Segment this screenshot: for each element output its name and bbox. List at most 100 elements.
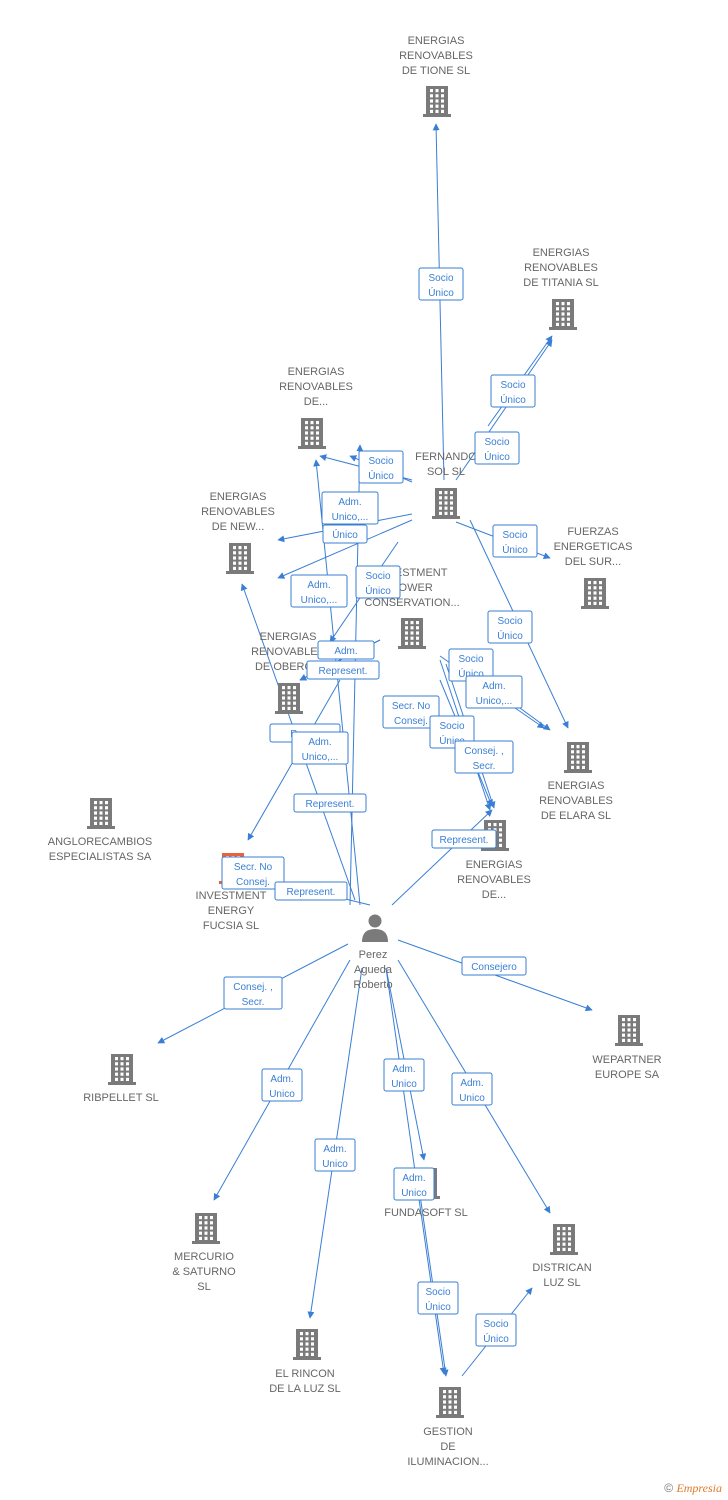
edge-label-box: [355, 565, 401, 599]
edge-label-text: Adm.Unico: [401, 1173, 427, 1199]
edge-label[interactable]: Adm.Unico: [383, 1058, 425, 1092]
edge-label-text: Adm.Unico: [459, 1078, 485, 1104]
edge-label-text: Consej. ,Secr.: [233, 982, 272, 1008]
company-node-ribpellet[interactable]: RIBPELLET SL: [83, 1054, 159, 1104]
edge-label-box: [293, 793, 367, 813]
edge-label-text: Adm.: [334, 646, 357, 657]
edge-label[interactable]: Adm.Unico,...: [321, 491, 379, 525]
edge-label[interactable]: Adm.Unico: [451, 1072, 493, 1106]
edge-label[interactable]: Represent.: [306, 660, 380, 680]
edge-label[interactable]: Represent.: [274, 881, 348, 901]
edge-label-box: [492, 524, 538, 558]
edge-label[interactable]: Consej. ,Secr.: [223, 976, 283, 1010]
edge-line: [277, 519, 413, 579]
edge-label-box: [475, 1313, 517, 1347]
edge-label-box: [487, 610, 533, 644]
edge-label-box: [474, 431, 520, 465]
edge-label-text: Consej. ,Secr.: [464, 746, 503, 772]
edge-label[interactable]: Represent.: [431, 829, 497, 849]
edge-label-box: [291, 731, 349, 765]
copyright-symbol: ©: [664, 1481, 674, 1495]
edge-label-box: [451, 1072, 493, 1106]
edge-label-box: [317, 640, 375, 660]
edge-label[interactable]: Único: [322, 524, 368, 544]
edge-label[interactable]: Adm.Unico: [393, 1167, 435, 1201]
building-icon: [192, 1213, 220, 1244]
edge-label-box: [322, 524, 368, 544]
edge-label-box: [321, 491, 379, 525]
edge-label-box: [290, 574, 348, 608]
edge-label-box: [382, 695, 440, 729]
edge-label-box: [314, 1138, 356, 1172]
building-icon: [549, 299, 577, 330]
person-icon: [362, 914, 388, 942]
edge-label-text: Represent.: [440, 835, 489, 846]
edge-label-text: Adm.Unico: [391, 1064, 417, 1090]
edge-label[interactable]: Adm.Unico,...: [465, 675, 523, 709]
edge-label-box: [223, 976, 283, 1010]
edge-label[interactable]: Adm.Unico,...: [290, 574, 348, 608]
edge-label-text: Represent.: [287, 887, 336, 898]
building-icon: [275, 683, 303, 714]
edge-label-text: Único: [332, 528, 358, 541]
edge-label[interactable]: Adm.Unico: [314, 1138, 356, 1172]
edge-label[interactable]: Adm.Unico,...: [291, 731, 349, 765]
edge-label[interactable]: Represent.: [293, 793, 367, 813]
building-icon: [423, 86, 451, 117]
edge-label-box: [431, 829, 497, 849]
building-icon: [226, 543, 254, 574]
edge-label[interactable]: Consejero: [461, 956, 527, 976]
edge-label[interactable]: Adm.: [317, 640, 375, 660]
edge-label-text: Adm.Unico: [322, 1144, 348, 1170]
edge-label-box: [221, 856, 285, 890]
building-icon: [298, 418, 326, 449]
copyright-credit[interactable]: © Empresia: [664, 1481, 722, 1496]
edge-label[interactable]: Consej. ,Secr.: [454, 740, 514, 774]
edge-label[interactable]: Adm.Unico: [261, 1068, 303, 1102]
